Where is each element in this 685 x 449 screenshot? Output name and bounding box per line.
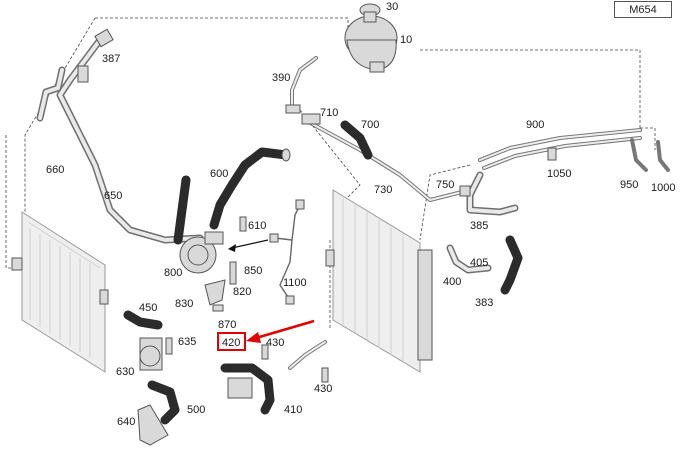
callout-650: 650 <box>104 190 122 202</box>
callout-800: 800 <box>164 267 182 279</box>
pipe-900 <box>478 128 642 170</box>
callout-1050: 1050 <box>547 168 571 180</box>
right-radiator <box>325 189 433 373</box>
callout-900: 900 <box>526 119 544 131</box>
callout-1100: 1100 <box>283 277 307 289</box>
bracket-640 <box>137 404 169 446</box>
bolt-430b <box>321 367 329 383</box>
bolt-850 <box>229 261 237 285</box>
callout-30: 30 <box>386 1 398 13</box>
callout-10: 10 <box>400 34 412 46</box>
hose-650 <box>36 28 204 244</box>
callout-383: 383 <box>475 297 493 309</box>
callout-640: 640 <box>117 416 135 428</box>
expansion-tank <box>344 3 398 73</box>
wire-harness-1100 <box>269 199 305 305</box>
callout-750: 750 <box>436 179 454 191</box>
hose-500 <box>147 380 180 425</box>
highlight-arrow <box>255 319 315 340</box>
fitting-750 <box>459 185 471 197</box>
callout-450: 450 <box>139 302 157 314</box>
line-730 <box>301 113 472 202</box>
callout-870: 870 <box>218 319 236 331</box>
hose-450 <box>123 310 163 330</box>
callout-400: 400 <box>443 276 461 288</box>
callout-387: 387 <box>102 53 120 65</box>
callout-405: 405 <box>470 257 488 269</box>
callout-710: 710 <box>320 107 338 119</box>
callout-390: 390 <box>272 72 290 84</box>
callout-430-upper: 430 <box>266 337 284 349</box>
model-label: M654 <box>614 1 672 18</box>
callout-385: 385 <box>470 220 488 232</box>
callout-635: 635 <box>178 336 196 348</box>
highlight-box-420 <box>217 332 246 351</box>
callout-820: 820 <box>233 286 251 298</box>
callout-410: 410 <box>284 404 302 416</box>
callout-500: 500 <box>187 404 205 416</box>
hose-dark-vertical <box>173 175 191 245</box>
callout-1000: 1000 <box>651 182 675 194</box>
callout-730: 730 <box>374 184 392 196</box>
hose-950 <box>630 138 648 172</box>
callout-610: 610 <box>248 220 266 232</box>
hose-390 <box>285 56 318 114</box>
callout-600: 600 <box>210 168 228 180</box>
callout-700: 700 <box>361 119 379 131</box>
hose-1000 <box>656 140 670 172</box>
callout-830: 830 <box>175 298 193 310</box>
callout-labels: 30 10 387 390 710 700 900 660 650 600 73… <box>46 1 675 428</box>
callout-430-lower: 430 <box>314 383 332 395</box>
bolt-635 <box>165 337 173 355</box>
aux-pump-630 <box>139 337 163 371</box>
hose-410 <box>220 340 327 415</box>
bracket-820 <box>204 279 226 312</box>
callout-630: 630 <box>116 366 134 378</box>
hose-600 <box>209 147 291 230</box>
pump-arrow <box>231 239 269 249</box>
highlight-arrow-head <box>246 332 261 343</box>
callout-420: 420 <box>222 337 240 349</box>
callout-660: 660 <box>46 164 64 176</box>
callout-850: 850 <box>244 265 262 277</box>
bolt-430a <box>261 344 269 360</box>
left-radiator <box>11 211 109 373</box>
water-pump-800 <box>179 231 224 274</box>
hose-700 <box>340 120 373 160</box>
hose-400 <box>446 244 492 274</box>
callout-950: 950 <box>620 179 638 191</box>
clip-1050 <box>547 147 557 161</box>
pump-arrow-head <box>228 244 236 252</box>
sensor-610 <box>239 216 247 232</box>
hose-383 <box>500 235 523 295</box>
